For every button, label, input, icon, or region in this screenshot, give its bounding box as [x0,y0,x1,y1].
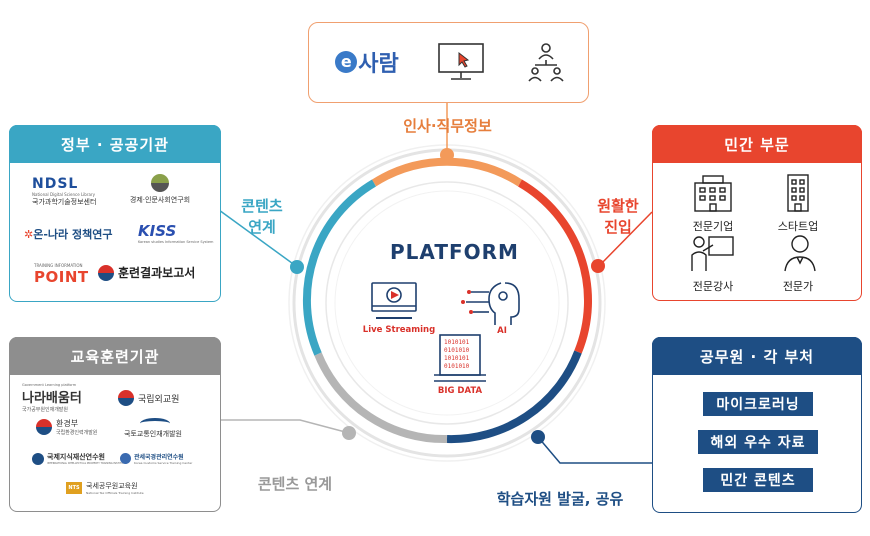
big-data-label: BIG DATA [437,386,483,396]
platform-title: PLATFORM [390,240,519,264]
priv-item-lecturer: 전문강사 [692,280,734,293]
ip-training-logo: 국제지식재산연수원 INTERNATIONAL INTELLECTUAL PRO… [32,452,126,465]
priv-item-startup: 스타트업 [777,220,819,233]
org-chart-icon [521,35,571,89]
priv-item-expert: 전문가 [782,280,814,293]
dot-priv [591,259,605,273]
government-header: 정부 · 공공기관 [9,125,221,163]
live-streaming-icon [371,282,417,319]
expert-icon [783,233,817,277]
ai-icon [461,282,520,325]
env-logo: 환경부 국립환경인력개발원 [36,418,97,436]
svg-text:1010101: 1010101 [444,355,470,362]
big-data-icon [434,334,486,382]
private-sector-box: 민간 부문 전문기업 스타트업 전문강사 [652,125,862,301]
ai-label: AI [497,326,507,336]
kndc-logo: 국립외교원 [118,390,179,406]
ring-segment-navy [446,350,582,444]
private-sector-header: 민간 부문 [652,125,862,163]
content-link-bottom-label: 콘텐츠 연계 [257,475,333,493]
ring-segment-red [517,179,592,354]
training-report-logo: 훈련결과보고서 [98,264,195,281]
nara-logo: Government Learning platform 나라배움터 국가공무원… [22,383,82,413]
dot-top [440,148,454,162]
discover-share-label: 학습자원 발굴, 공유 [496,490,624,508]
priv-item-company: 전문기업 [692,220,734,233]
company-building-icon [691,173,735,217]
connector-priv [598,211,653,267]
point-logo: TRAINING INFORMATION POINT [34,263,89,286]
dot-edu [342,426,356,440]
svg-text:0101010: 0101010 [444,363,470,370]
government-box: 정부 · 공공기관 NDSL National Digital Science … [9,125,221,302]
outer-ring-faint [288,144,606,462]
ring-segment-teal [302,179,377,356]
dot-pub [531,430,545,444]
smooth-entry-label: 원활한 진입 [597,197,639,236]
live-streaming-label: Live Streaming [362,325,436,335]
startup-building-icon [783,173,813,217]
public-servants-box: 공무원 · 각 부처 마이크로러닝 해외 우수 자료 민간 콘텐츠 [652,337,862,513]
overseas-resources-item: 해외 우수 자료 [698,430,818,454]
outer-ring [292,148,602,458]
private-content-item: 민간 콘텐츠 [703,468,813,492]
molit-logo: 국토교통인재개발원 [124,418,182,439]
lecturer-icon [689,233,735,277]
kiss-logo: KISS Korean studies Information Service … [138,222,214,244]
nts-logo: NTS 국세공무원교육원 National Tax Officials Trai… [66,481,144,495]
nrc-logo: 경제·인문사회연구회 [120,174,200,205]
ndsl-logo: NDSL National Digital Science Library 국가… [32,176,97,206]
inner-ring [325,181,569,425]
ring-segment-gray [314,352,448,444]
micro-learning-item: 마이크로러닝 [703,392,813,416]
monitor-touch-icon [434,35,488,89]
prism-logo: ✲온-나라 정책연구 [24,228,113,241]
binary-digits: 1010101 0101010 1010101 0101010 [444,339,470,370]
dot-gov [290,260,304,274]
inner-ring-faint [334,190,560,416]
svg-text:0101010: 0101010 [444,347,470,354]
connector-edu [219,419,350,434]
connector-pub [537,436,652,464]
content-link-left-label: 콘텐츠 연계 [241,197,283,236]
ring-segment-orange [371,157,523,187]
svg-text:1010101: 1010101 [444,339,470,346]
public-servants-header: 공무원 · 각 부처 [652,337,862,375]
connector-gov [218,209,297,267]
education-header: 교육훈련기관 [9,337,221,375]
education-box: 교육훈련기관 Government Learning platform 나라배움… [9,337,221,512]
hr-info-label: 인사·직무정보 [403,117,492,135]
customs-logo: 관세국경관리연수원 Korea Customs Service Training… [120,452,192,465]
